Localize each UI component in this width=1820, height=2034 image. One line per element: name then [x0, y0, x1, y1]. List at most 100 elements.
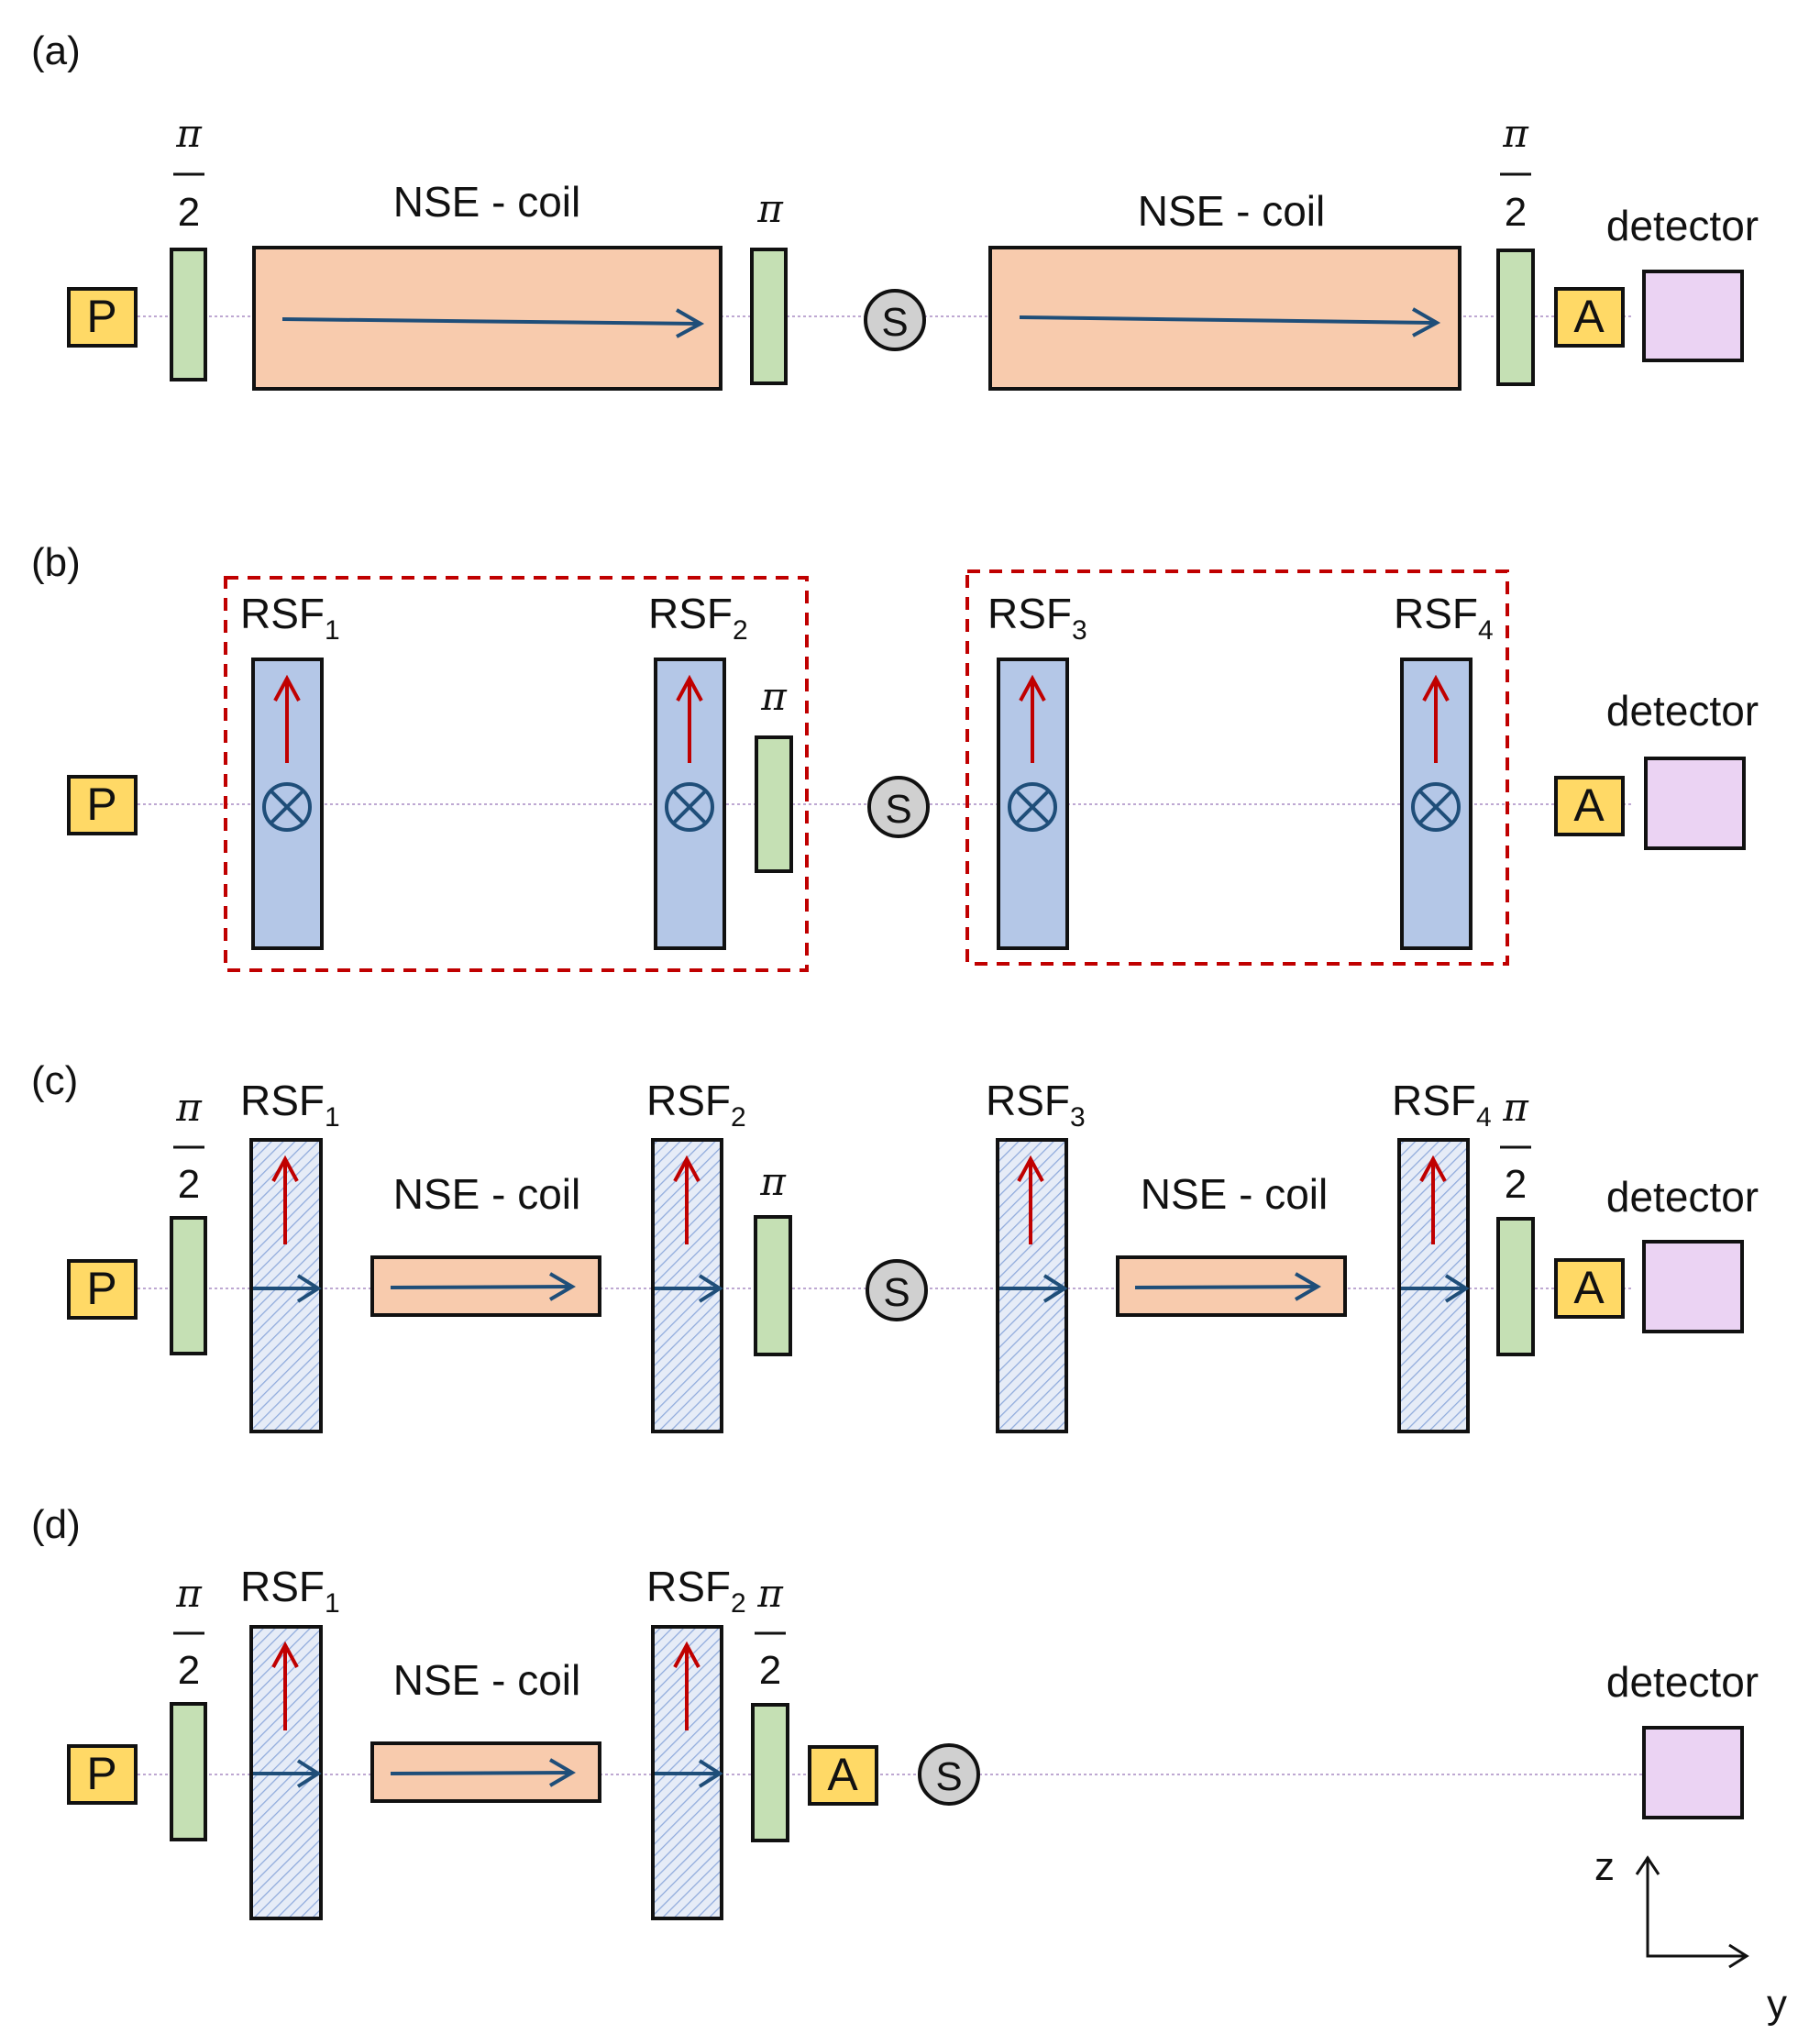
sample: S	[867, 776, 930, 838]
svg-text:RSF2: RSF2	[646, 1563, 746, 1619]
rsf-3: RSF3	[986, 1077, 1086, 1433]
rsf-1: RSF1	[240, 1077, 340, 1433]
cross-field-icon	[1411, 782, 1461, 832]
svg-text:RSF2: RSF2	[648, 590, 748, 646]
svg-text:P: P	[86, 1748, 116, 1799]
rsf-4: RSF4	[1392, 1077, 1492, 1433]
svg-text:2: 2	[178, 1162, 200, 1207]
detector: detector	[1606, 687, 1759, 850]
field-arrow	[1134, 1285, 1317, 1289]
panel-c: (c) P π 2 RSF1 NSE - coil	[31, 1058, 1759, 1433]
pi-flipper: π	[754, 1159, 792, 1356]
y-axis-arrowhead	[1728, 1943, 1749, 1969]
polarizer: P	[67, 775, 138, 835]
nse-coil-2: NSE - coil	[1116, 1170, 1347, 1317]
svg-text:RSF1: RSF1	[240, 590, 340, 646]
pi-half-flipper-1: π 2	[170, 1571, 207, 1841]
nse-coil: NSE - coil	[370, 1656, 601, 1803]
svg-text:A: A	[1573, 291, 1605, 342]
svg-text:2: 2	[178, 190, 200, 235]
svg-text:S: S	[935, 1754, 962, 1799]
axis-indicator: z y	[1594, 1844, 1787, 2027]
svg-text:π: π	[175, 1571, 203, 1616]
panel-b-label: (b)	[31, 540, 81, 585]
pi-half-flipper-2: π 2	[1496, 111, 1535, 386]
svg-text:P: P	[86, 1263, 116, 1314]
rsf-2: RSF2	[646, 1563, 746, 1920]
panel-d: (d) P π 2 RSF1 NSE - coil RSF2	[31, 1502, 1787, 2027]
dashed-frame-2	[965, 569, 1509, 966]
axis-y-label: y	[1767, 1982, 1787, 2027]
svg-text:RSF3: RSF3	[987, 590, 1087, 646]
panel-c-label: (c)	[31, 1058, 78, 1103]
analyzer: A	[1554, 776, 1625, 836]
pi-half-flipper-1: π 2	[170, 1085, 207, 1355]
field-arrow	[390, 1285, 571, 1289]
panel-b: (b) P RSF1 RSF2	[31, 540, 1759, 972]
sample: S	[918, 1743, 980, 1806]
polarizer: P	[67, 1744, 138, 1805]
nse-coil-label: NSE - coil	[1138, 187, 1325, 235]
svg-text:RSF1: RSF1	[240, 1563, 340, 1619]
svg-text:π: π	[760, 674, 788, 719]
pi-flipper: π	[755, 674, 793, 873]
svg-text:S: S	[881, 300, 908, 345]
nse-coil-label: NSE - coil	[393, 1170, 580, 1218]
svg-text:2: 2	[759, 1648, 781, 1693]
rsf-1: RSF1	[240, 1563, 340, 1920]
analyzer: A	[808, 1745, 878, 1806]
panel-d-label: (d)	[31, 1502, 81, 1547]
analyzer: A	[1554, 1258, 1625, 1319]
sample: S	[866, 1259, 928, 1321]
nse-coil-1: NSE - coil	[252, 178, 722, 391]
rsf-1: RSF1	[240, 590, 340, 950]
rsf-2: RSF2	[648, 590, 748, 950]
svg-text:detector: detector	[1606, 1173, 1759, 1221]
pi-half-flipper-2: π 2	[1496, 1085, 1535, 1356]
svg-text:2: 2	[178, 1648, 200, 1693]
field-arrow	[1019, 315, 1436, 325]
svg-text:RSF4: RSF4	[1392, 1077, 1492, 1133]
cross-field-icon	[1008, 782, 1057, 832]
dashed-frame-1	[224, 576, 809, 972]
field-arrow	[390, 1771, 571, 1775]
svg-text:π: π	[756, 1571, 784, 1616]
z-axis-arrowhead	[1635, 1855, 1660, 1875]
svg-text:P: P	[86, 291, 116, 342]
svg-text:A: A	[1573, 1262, 1605, 1313]
pi-half-flipper-1: π 2	[170, 111, 207, 381]
nse-coil-label: NSE - coil	[393, 1656, 580, 1704]
panel-a: (a) P π 2 NSE - coil π S NSE	[31, 28, 1759, 391]
cross-field-icon	[262, 782, 312, 832]
field-arrow	[281, 317, 700, 326]
cross-field-icon	[665, 782, 714, 832]
svg-text:RSF1: RSF1	[240, 1077, 340, 1133]
nse-coil-2: NSE - coil	[988, 187, 1462, 391]
svg-text:2: 2	[1505, 190, 1527, 235]
polarizer: P	[67, 1259, 138, 1320]
pi-flipper: π	[750, 186, 788, 385]
svg-text:RSF4: RSF4	[1394, 590, 1494, 646]
svg-text:π: π	[175, 1085, 203, 1130]
detector: detector	[1606, 1658, 1759, 1819]
rsf-4: RSF4	[1394, 590, 1494, 950]
nse-coil-1: NSE - coil	[370, 1170, 601, 1317]
nse-coil-label: NSE - coil	[1141, 1170, 1328, 1218]
svg-text:S: S	[885, 787, 911, 832]
svg-text:π: π	[756, 186, 784, 231]
nse-coil-label: NSE - coil	[393, 178, 580, 226]
svg-text:π: π	[175, 111, 203, 156]
svg-text:S: S	[883, 1270, 910, 1315]
svg-text:detector: detector	[1606, 687, 1759, 735]
svg-text:RSF3: RSF3	[986, 1077, 1086, 1133]
analyzer: A	[1554, 287, 1625, 348]
pi-half-flipper-2: π 2	[751, 1571, 789, 1842]
axis-z-label: z	[1594, 1844, 1615, 1889]
svg-text:RSF2: RSF2	[646, 1077, 746, 1133]
svg-text:detector: detector	[1606, 202, 1759, 249]
panel-a-label: (a)	[31, 28, 81, 73]
svg-text:detector: detector	[1606, 1658, 1759, 1706]
svg-text:P: P	[86, 779, 116, 830]
svg-text:2: 2	[1505, 1162, 1527, 1207]
